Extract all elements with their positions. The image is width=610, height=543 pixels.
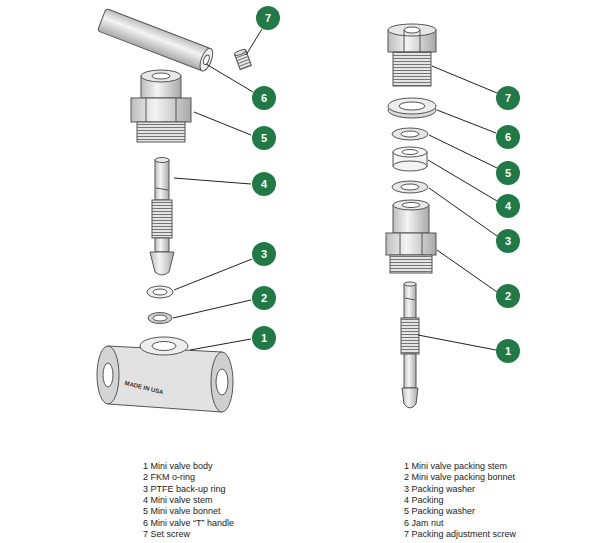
- packing-bonnet: [386, 200, 436, 273]
- valve-bonnet: [131, 70, 191, 142]
- callout-number: 1: [261, 333, 267, 344]
- callout-number: 1: [505, 346, 511, 357]
- callout-number: 5: [261, 133, 267, 144]
- callout-number: 4: [505, 201, 511, 212]
- callout-circle: 2: [496, 284, 520, 308]
- packing-washer: [392, 181, 428, 193]
- callout-number: 5: [505, 168, 511, 179]
- callout-circle: 4: [252, 172, 276, 196]
- jam-nut: [388, 98, 436, 118]
- callout-circle: 6: [496, 125, 520, 149]
- parts-list-entry: 3 PTFE back-up ring: [143, 484, 226, 495]
- callout-number: 4: [261, 179, 267, 190]
- packing: [393, 147, 427, 171]
- callout-number: 7: [265, 13, 271, 24]
- callout-circle: 7: [256, 6, 280, 30]
- valve-stem: [150, 158, 174, 276]
- leader-lines: [173, 29, 497, 350]
- callout-number: 6: [505, 132, 511, 143]
- parts-list-entry: 4 Mini valve stem: [143, 495, 213, 506]
- parts-list-entry: 7 Set screw: [143, 529, 190, 540]
- parts-list-entry: 2 Mini valve packing bonnet: [404, 472, 515, 483]
- body-stamp: MADE IN USA: [123, 378, 164, 398]
- valve-body: [97, 337, 233, 412]
- parts-list-entry: 6 Jam nut: [404, 518, 444, 529]
- callout-number: 7: [505, 93, 511, 104]
- packing-stem: [401, 282, 419, 408]
- parts-list-entry: 3 Packing washer: [404, 484, 475, 495]
- callout-circle: 3: [496, 229, 520, 253]
- adjustment-screw: [388, 24, 436, 86]
- callout-circle: 3: [252, 242, 276, 266]
- parts-list-entry: 5 Mini valve bonnet: [143, 506, 221, 517]
- callout-circle: 5: [496, 161, 520, 185]
- t-handle: [97, 8, 215, 72]
- parts-list-entry: 1 Mini valve packing stem: [404, 461, 507, 472]
- parts-list-entry: 2 FKM o-ring: [143, 472, 195, 483]
- callout-circle: 1: [252, 326, 276, 350]
- parts-list-entry: 6 Mini valve “T” handle: [143, 518, 234, 529]
- callout-circle: 1: [496, 339, 520, 363]
- o-ring: [148, 313, 172, 324]
- parts-list-entry: 7 Packing adjustment screw: [404, 529, 516, 540]
- callout-number: 3: [505, 236, 511, 247]
- callout-circle: 2: [252, 286, 276, 310]
- callout-number: 6: [261, 93, 267, 104]
- callout-number: 3: [261, 249, 267, 260]
- callout-circle: 4: [496, 194, 520, 218]
- callout-number: 2: [505, 291, 511, 302]
- parts-list-entry: 5 Packing washer: [404, 506, 475, 517]
- set-screw: [234, 49, 251, 70]
- callout-circle: 6: [252, 86, 276, 110]
- parts-list-entry: 1 Mini valve body: [143, 461, 213, 472]
- back-up-ring: [147, 286, 173, 298]
- packing-washer: [392, 128, 428, 140]
- parts-list-entry: 4 Packing: [404, 495, 444, 506]
- callout-circle: 5: [252, 126, 276, 150]
- callout-circle: 7: [496, 86, 520, 110]
- callout-number: 2: [261, 293, 267, 304]
